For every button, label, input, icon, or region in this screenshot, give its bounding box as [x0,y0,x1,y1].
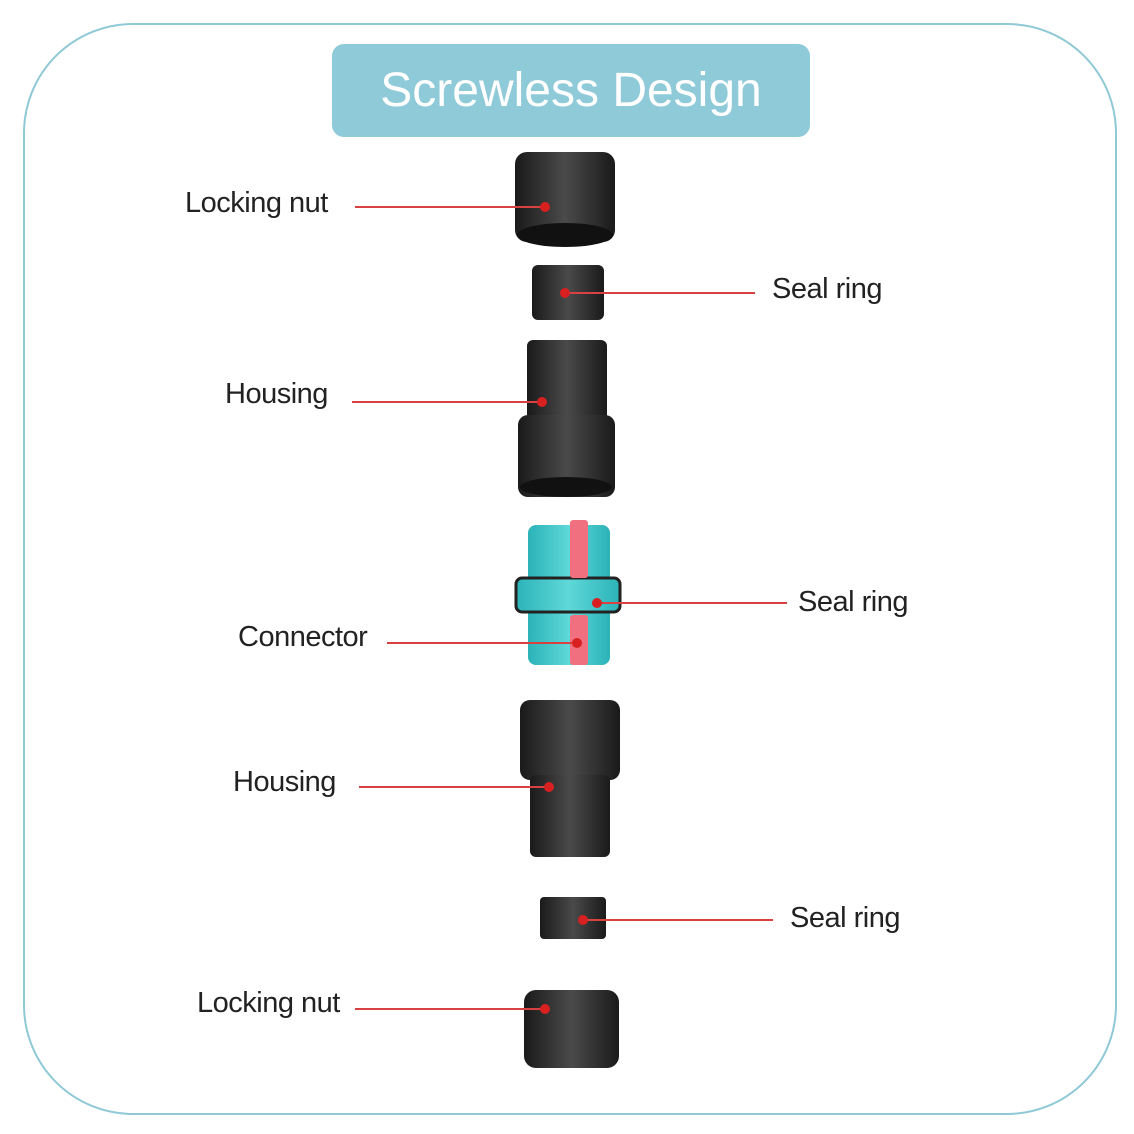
seal-ring-bottom-part [540,897,606,939]
marker-dot [544,782,554,792]
label-locking-nut-bottom: Locking nut [197,987,340,1019]
leader-line [352,401,542,403]
marker-dot [560,288,570,298]
marker-dot [578,915,588,925]
rounded-frame [23,23,1117,1115]
leader-line [359,786,549,788]
label-locking-nut-top: Locking nut [185,187,328,219]
housing-top-part [518,340,615,497]
marker-dot [572,638,582,648]
leader-line [355,1008,545,1010]
label-housing-top: Housing [225,378,328,410]
leader-line [355,206,545,208]
marker-dot [537,397,547,407]
leader-line [583,919,773,921]
label-connector: Connector [238,621,368,653]
housing-bottom-part [520,700,620,857]
locking-nut-top-part [515,152,615,247]
marker-dot [540,1004,550,1014]
label-housing-bottom: Housing [233,766,336,798]
leader-line [387,642,577,644]
label-seal-ring-2: Seal ring [798,586,908,618]
marker-dot [540,202,550,212]
leader-line [565,292,755,294]
leader-line [597,602,787,604]
locking-nut-bottom-part [524,990,619,1068]
marker-dot [592,598,602,608]
label-seal-ring-3: Seal ring [790,902,900,934]
title-banner: Screwless Design [332,44,810,137]
label-seal-ring-1: Seal ring [772,273,882,305]
